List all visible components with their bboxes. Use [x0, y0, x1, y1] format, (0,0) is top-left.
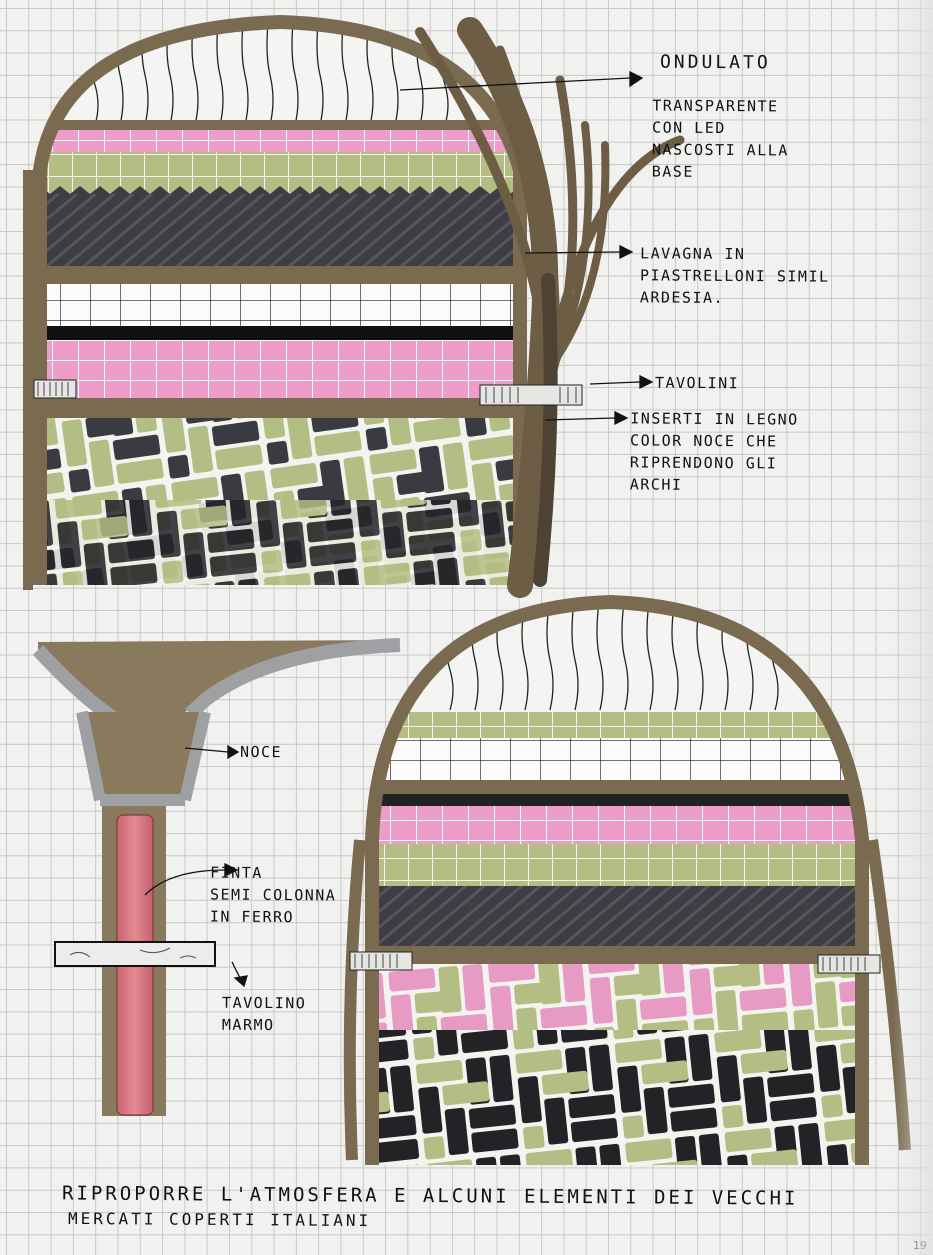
caption-line-1: RIPROPORRE L'ATMOSFERA E ALCUNI ELEMENTI…	[61, 1182, 799, 1210]
page-number: 19	[913, 1239, 927, 1252]
annotation-transparente: TRANSPARENTE CON LED NASCOSTI ALLA BASE	[651, 96, 789, 181]
annotation-lavagna: LAVAGNA IN PIASTRELLONI SIMIL ARDESIA.	[639, 244, 830, 307]
annotation-noce: NOCE	[239, 742, 283, 762]
column-detail-sketch	[32, 638, 401, 1116]
arrow-icon	[144, 70, 654, 988]
annotation-tavolino: TAVOLINO MARMO	[221, 993, 307, 1035]
annotation-finta: FINTA SEMI COLONNA IN FERRO	[209, 863, 337, 927]
annotation-inserti: INSERTI IN LEGNO COLOR NOCE CHE RIPRENDO…	[629, 409, 799, 494]
annotation-ondulato: ONDULATO	[659, 51, 771, 74]
annotation-tavolini: TAVOLINI	[654, 373, 740, 393]
top-arch-sketch	[23, 14, 685, 598]
caption-line-2: MERCATI COPERTI ITALIANI	[67, 1208, 372, 1231]
bottom-arch-sketch	[343, 594, 911, 1165]
